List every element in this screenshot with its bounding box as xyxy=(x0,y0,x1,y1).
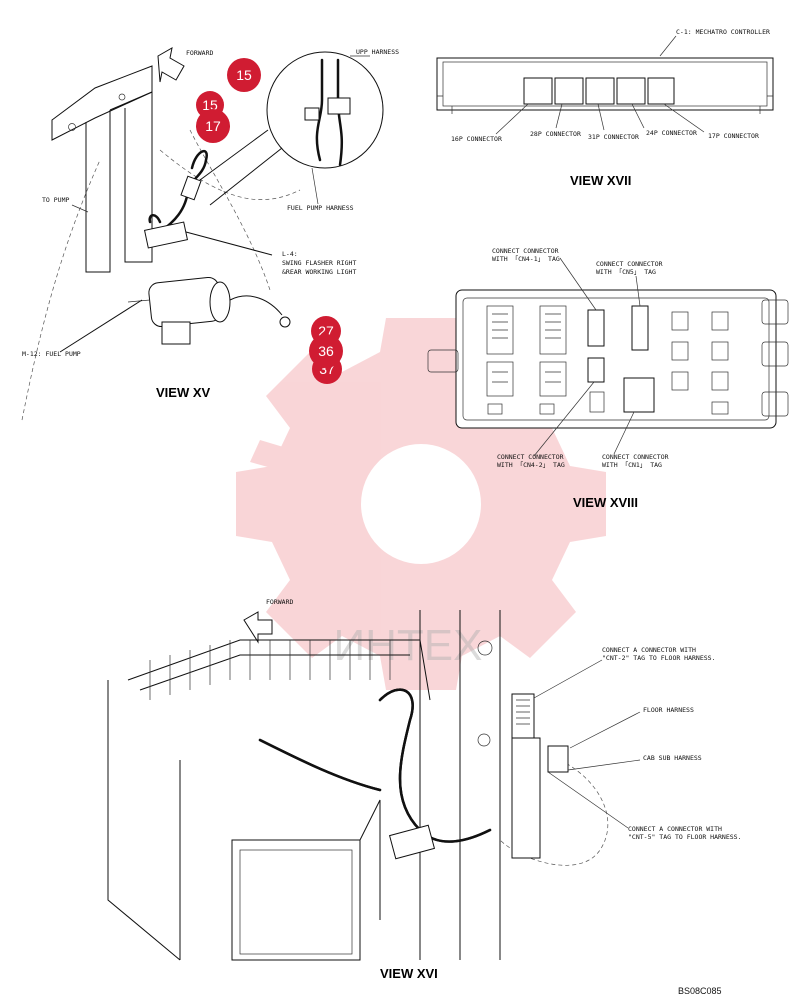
cn5-label-line2: WITH 「CN5」 TAG xyxy=(596,268,656,276)
to-pump-label: TO PUMP xyxy=(42,196,69,204)
cn4-2-label-line2: WITH 「CN4-2」 TAG xyxy=(497,461,565,469)
detail-magnifier xyxy=(266,51,384,169)
cn5-label-line1: CONNECT CONNECTOR xyxy=(596,260,663,268)
hotspot-36[interactable]: 36 xyxy=(309,334,343,368)
connector-27 xyxy=(279,316,291,328)
hotspot-36-label: 36 xyxy=(318,343,334,359)
relay-box xyxy=(455,289,777,429)
connector-24p-label: 24P CONNECTOR xyxy=(646,129,697,137)
cab-sub-connector xyxy=(547,745,569,773)
connector-17p xyxy=(647,77,675,105)
view-xv-title: VIEW XV xyxy=(156,385,211,400)
view-xvi: FORWARD CONNECT A CONNECTOR WITH "CNT-2 xyxy=(107,598,742,981)
cnt-5-label-line2: "CNT-5" TAG TO FLOOR HARNESS. xyxy=(628,833,742,841)
hotspot-15-b-label: 15 xyxy=(202,97,218,113)
cnt-5-label-line1: CONNECT A CONNECTOR WITH xyxy=(628,825,722,833)
cnt-2-connector xyxy=(511,693,535,739)
watermark-text: ИНТЕХ xyxy=(334,621,483,670)
forward-arrow-icon xyxy=(243,611,273,644)
cab-sub-harness-label: CAB SUB HARNESS xyxy=(643,754,702,762)
cn4-2-label-line1: CONNECT CONNECTOR xyxy=(497,453,564,461)
l4-label-line2: SWING FLASHER RIGHT xyxy=(282,259,356,267)
cn4-1-label-line1: CONNECT CONNECTOR xyxy=(492,247,559,255)
view-xviii: CONNECT CONNECTOR WITH 「CN4-1」 TAG CONNE… xyxy=(427,247,789,510)
view-xvi-title: VIEW XVI xyxy=(380,966,438,981)
connector-17p-label: 17P CONNECTOR xyxy=(708,132,759,140)
view-xvii-title: VIEW XVII xyxy=(570,173,631,188)
floor-harness-label: FLOOR HARNESS xyxy=(643,706,694,714)
l4-label-line3: &REAR WORKING LIGHT xyxy=(282,268,356,276)
connector-31p-label: 31P CONNECTOR xyxy=(588,133,639,141)
hotspot-15-a-label: 15 xyxy=(236,67,252,83)
footer-code: BS08C085 xyxy=(678,986,722,996)
connector-cn5 xyxy=(631,305,649,351)
mechatro-controller-label: C-1: MECHATRO CONTROLLER xyxy=(676,28,770,36)
cn4-1-label-line2: WITH 「CN4-1」 TAG xyxy=(492,255,560,263)
cn1-label-line2: WITH 「CN1」 TAG xyxy=(602,461,662,469)
forward-label-xvi: FORWARD xyxy=(266,598,293,606)
connector-24p xyxy=(616,77,646,105)
fuel-pump-harness-label: FUEL PUMP HARNESS xyxy=(287,204,354,212)
connector-28p xyxy=(554,77,584,105)
connector-16p-label: 16P CONNECTOR xyxy=(451,135,502,143)
hotspot-17[interactable]: 17 xyxy=(196,109,230,143)
connector-16p xyxy=(523,77,553,105)
connector-cn4-2 xyxy=(587,357,605,383)
view-xvii: C-1: MECHATRO CONTROLLER 16P CONNECTOR 2… xyxy=(436,28,774,188)
view-xviii-title: VIEW XVIII xyxy=(573,495,638,510)
connector-cn4-1 xyxy=(587,309,605,347)
forward-arrow-icon xyxy=(157,47,185,83)
connector-31p xyxy=(585,77,615,105)
cnt-2-label-line2: "CNT-2" TAG TO FLOOR HARNESS. xyxy=(602,654,716,662)
fuel-pump-label: M-12: FUEL PUMP xyxy=(22,350,81,358)
l4-label-line1: L-4: xyxy=(282,250,298,258)
connector-l4 xyxy=(143,221,189,249)
connector-cn1 xyxy=(623,377,655,413)
hotspot-15-a[interactable]: 15 xyxy=(227,58,261,92)
hotspot-17-label: 17 xyxy=(205,118,221,134)
cnt-2-label-line1: CONNECT A CONNECTOR WITH xyxy=(602,646,696,654)
upp-harness-label: UPP HARNESS xyxy=(356,48,399,56)
cn1-label-line1: CONNECT CONNECTOR xyxy=(602,453,669,461)
forward-label: FORWARD xyxy=(186,49,213,57)
connector-28p-label: 28P CONNECTOR xyxy=(530,130,581,138)
connector-15 xyxy=(180,175,202,201)
view-xv: FORWARD TO PUMP L-4: SWING FLASHER RIGHT… xyxy=(21,47,399,421)
connector-row xyxy=(523,77,675,105)
